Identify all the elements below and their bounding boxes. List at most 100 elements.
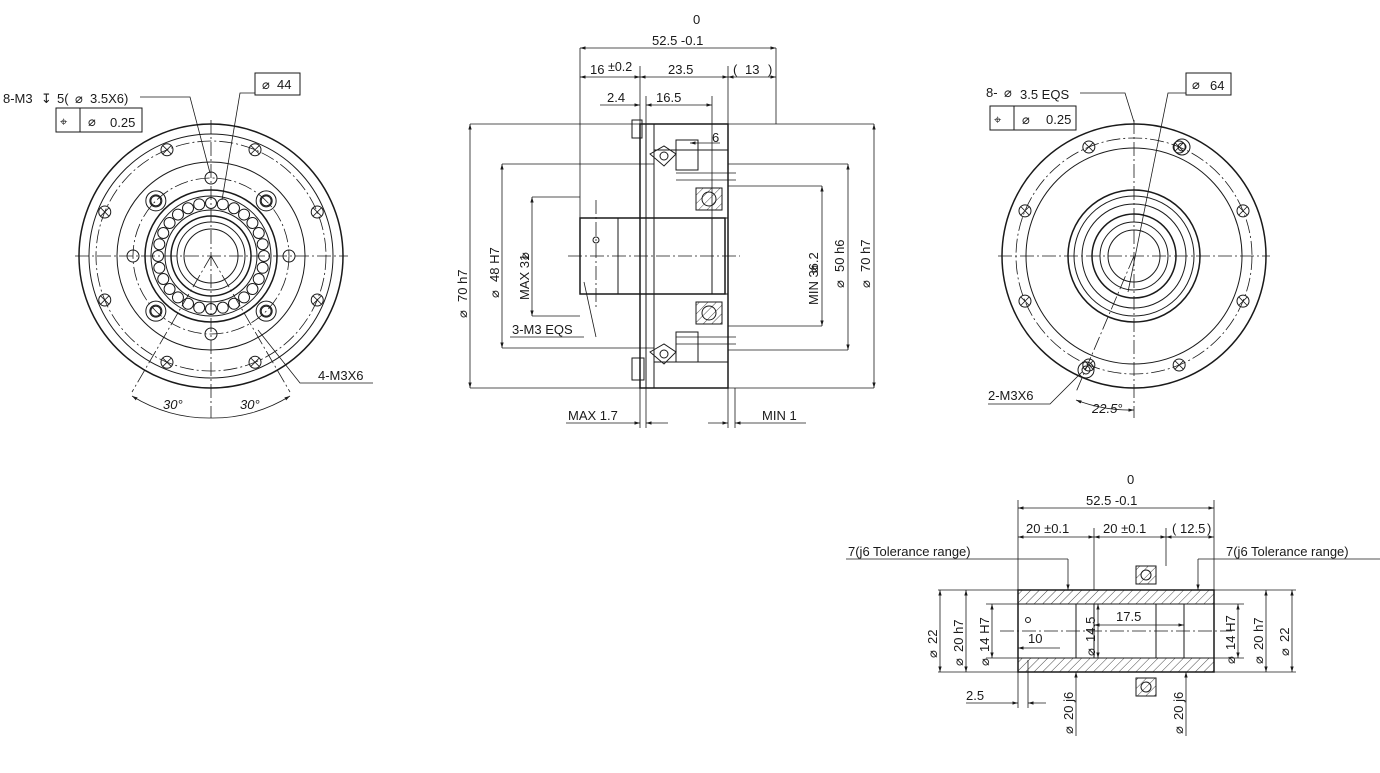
shaft-dim-12-5-paren: ( bbox=[1172, 521, 1177, 536]
diameter-icon: ⌀ bbox=[977, 658, 992, 666]
right-tolerance-value: 0.25 bbox=[1046, 112, 1071, 127]
diameter-icon: ⌀ bbox=[832, 280, 847, 288]
bolt-hole bbox=[1018, 294, 1032, 308]
bearing-ball bbox=[256, 238, 269, 251]
shaft-dia-20j6-b: 20 j6 bbox=[1171, 692, 1186, 720]
section-dia-70-left: 70 h7 bbox=[455, 269, 470, 302]
bearing-ball bbox=[171, 208, 184, 221]
bolt-hole bbox=[1236, 294, 1250, 308]
bolt-hole bbox=[248, 143, 262, 157]
bolt-hole bbox=[149, 194, 163, 208]
bearing-ball bbox=[216, 198, 229, 211]
section-dia-48: 48 H7 bbox=[487, 247, 502, 282]
shaft-dim-20b: 20 ±0.1 bbox=[1103, 521, 1146, 536]
bearing-ball bbox=[153, 261, 166, 274]
bearing-ball bbox=[256, 261, 269, 274]
section-length: 52.5 -0.1 bbox=[652, 33, 703, 48]
bolt-hole bbox=[160, 143, 174, 157]
section-dim-16: 16 bbox=[590, 62, 604, 77]
diameter-icon: ⌀ bbox=[1022, 112, 1030, 127]
front-view-right bbox=[988, 72, 1270, 418]
section-dia-31: MAX 31 bbox=[517, 254, 532, 300]
diameter-icon: ⌀ bbox=[1061, 726, 1076, 734]
diameter-icon: ⌀ bbox=[1083, 648, 1098, 656]
shaft-zero: 0 bbox=[1127, 472, 1134, 487]
bearing-ball bbox=[216, 301, 229, 314]
diameter-icon: ⌀ bbox=[88, 114, 96, 129]
section-dim-2-4: 2.4 bbox=[607, 90, 625, 105]
left-callout-depth: 5( bbox=[57, 91, 69, 106]
section-dia-50: 50 h6 bbox=[832, 239, 847, 272]
bolt-hole bbox=[259, 194, 273, 208]
diameter-icon: ⌀ bbox=[1004, 85, 1012, 100]
diameter-icon: ⌀ bbox=[1192, 77, 1200, 92]
section-dim-23-5: 23.5 bbox=[668, 62, 693, 77]
shaft-view bbox=[846, 500, 1380, 736]
bearing-ball bbox=[163, 216, 176, 229]
diameter-icon: ⌀ bbox=[75, 91, 83, 106]
bearing-ball bbox=[171, 291, 184, 304]
section-tap-label: 3-M3 EQS bbox=[512, 322, 573, 337]
section-zero: 0 bbox=[693, 12, 700, 27]
diameter-icon: ⌀ bbox=[262, 77, 270, 92]
left-angle-right: 30° bbox=[240, 397, 260, 412]
left-tap-label: 4-M3X6 bbox=[318, 368, 364, 383]
bearing-ball bbox=[153, 238, 166, 251]
left-diameter-box: 44 bbox=[277, 77, 291, 92]
bolt-hole bbox=[1172, 140, 1186, 154]
shaft-dia-20-right: 20 h7 bbox=[1251, 617, 1266, 650]
bolt-hole bbox=[149, 304, 163, 318]
section-dim-13-paren-close: ) bbox=[768, 62, 772, 77]
bolt-hole bbox=[98, 293, 112, 307]
shaft-dia-22-right: 22 bbox=[1277, 628, 1292, 642]
bolt-hole bbox=[259, 304, 273, 318]
shaft-dia-14-right: 14 H7 bbox=[1223, 615, 1238, 650]
bearing-ball bbox=[238, 291, 251, 304]
section-dim-6: 6 bbox=[712, 130, 719, 145]
left-tolerance-value: 0.25 bbox=[110, 115, 135, 130]
right-callout-eqs: 3.5 EQS bbox=[1020, 87, 1069, 102]
bearing-ball bbox=[193, 198, 206, 211]
left-angle-left: 30° bbox=[163, 397, 183, 412]
right-diameter-box: 64 bbox=[1210, 78, 1224, 93]
shaft-dim-10: 10 bbox=[1028, 631, 1042, 646]
shaft-dia-14-5: 14.5 bbox=[1083, 617, 1098, 642]
section-dim-13: 13 bbox=[745, 62, 759, 77]
bearing-ball bbox=[252, 227, 265, 240]
section-view bbox=[468, 46, 876, 428]
bearing-ball bbox=[182, 297, 195, 310]
position-tolerance-icon: ⌖ bbox=[994, 112, 1002, 127]
bolt-hole bbox=[1172, 358, 1186, 372]
right-callout-bolt: 8- bbox=[986, 85, 998, 100]
bearing-ball bbox=[193, 301, 206, 314]
tapped-hole bbox=[145, 300, 167, 322]
shaft-dia-22-left: 22 bbox=[925, 630, 940, 644]
section-dim-13-paren: ( bbox=[733, 62, 738, 77]
shaft-dia-14-left: 14 H7 bbox=[977, 617, 992, 652]
tapped-hole bbox=[145, 190, 167, 212]
bolt-hole bbox=[248, 355, 262, 369]
shaft-dia-20-left: 20 h7 bbox=[951, 619, 966, 652]
bearing-ball bbox=[246, 216, 259, 229]
shaft-dim-2-5: 2.5 bbox=[966, 688, 984, 703]
section-max-label: MAX 1.7 bbox=[568, 408, 618, 423]
shaft-length: 52.5 -0.1 bbox=[1086, 493, 1137, 508]
shaft-dim-12-5-paren-close: ) bbox=[1207, 521, 1211, 536]
bearing-ball bbox=[238, 208, 251, 221]
diameter-icon: ⌀ bbox=[951, 658, 966, 666]
shaft-dim-12-5: 12.5 bbox=[1180, 521, 1205, 536]
bolt-hole bbox=[1082, 140, 1096, 154]
bolt-hole bbox=[310, 293, 324, 307]
bearing-ball bbox=[246, 283, 259, 296]
section-dia-70-right: 70 h7 bbox=[858, 239, 873, 272]
shaft-dim-20a: 20 ±0.1 bbox=[1026, 521, 1069, 536]
section-min-label: MIN 1 bbox=[762, 408, 797, 423]
bolt-hole bbox=[310, 205, 324, 219]
bearing-ball bbox=[157, 227, 170, 240]
shaft-dim-17-5: 17.5 bbox=[1116, 609, 1141, 624]
tapped-hole bbox=[255, 300, 277, 322]
bearing-ball bbox=[227, 297, 240, 310]
bearing-ball bbox=[182, 202, 195, 215]
shaft-note-right: 7(j6 Tolerance range) bbox=[1226, 544, 1349, 559]
